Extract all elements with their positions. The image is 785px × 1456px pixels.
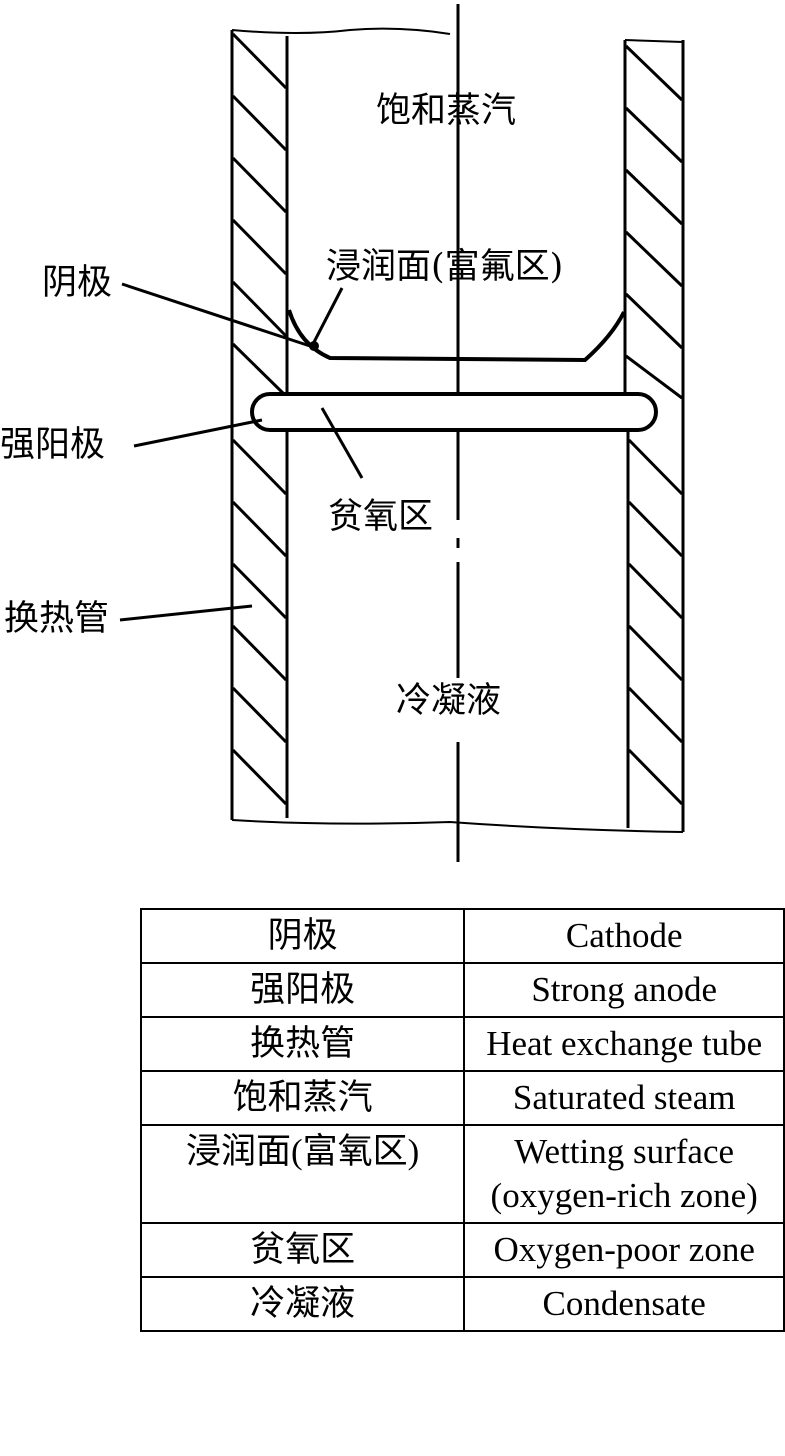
label-cathode: 阴极 <box>42 263 112 303</box>
cell-en: Condensate <box>463 1276 785 1332</box>
cell-en: Saturated steam <box>463 1070 785 1126</box>
translation-table: 阴极 Cathode 强阳极 Strong anode 换热管 Heat exc… <box>139 908 785 1332</box>
right-wall-hatching <box>624 44 684 806</box>
cell-zh: 阴极 <box>139 908 466 964</box>
table-row: 饱和蒸汽 Saturated steam <box>139 1070 785 1126</box>
cell-zh: 贫氧区 <box>139 1222 466 1278</box>
cell-en: Strong anode <box>463 962 785 1018</box>
label-strong-anode: 强阳极 <box>0 425 105 465</box>
leader-cathode <box>121 282 311 348</box>
table-row: 贫氧区 Oxygen-poor zone <box>139 1222 785 1278</box>
cell-en: Cathode <box>463 908 785 964</box>
table-row: 阴极 Cathode <box>139 908 785 964</box>
label-wetting-surface: 浸润面(富氟区) <box>326 247 563 287</box>
leader-wetting-surface <box>310 287 344 347</box>
tube-diagram: 饱和蒸汽 浸润面(富氟区) 阴极 强阳极 贫氧区 换热管 冷凝液 <box>0 4 685 862</box>
cell-en: Wetting surface (oxygen-rich zone) <box>463 1124 785 1224</box>
cell-zh: 饱和蒸汽 <box>139 1070 466 1126</box>
leader-heat-exchange-tube <box>119 604 253 622</box>
cell-zh: 浸润面(富氧区) <box>139 1124 466 1224</box>
table-row: 浸润面(富氧区) Wetting surface (oxygen-rich zo… <box>139 1124 785 1224</box>
leader-oxygen-poor-zone <box>320 407 364 479</box>
label-oxygen-poor-zone: 贫氧区 <box>328 497 433 537</box>
label-heat-exchange-tube: 换热管 <box>4 599 109 639</box>
table-row: 强阳极 Strong anode <box>139 962 785 1018</box>
cell-en: Heat exchange tube <box>463 1016 785 1072</box>
top-edge <box>231 27 451 35</box>
cell-zh: 强阳极 <box>139 962 466 1018</box>
label-condensate: 冷凝液 <box>396 681 501 721</box>
cell-zh: 冷凝液 <box>139 1276 466 1332</box>
cell-zh: 换热管 <box>139 1016 466 1072</box>
leader-strong-anode <box>133 418 263 448</box>
leader-lines <box>119 282 364 622</box>
bottom-edge <box>231 819 684 833</box>
table-row: 冷凝液 Condensate <box>139 1276 785 1332</box>
cathode-point <box>309 341 319 351</box>
label-saturated-steam: 饱和蒸汽 <box>376 91 516 131</box>
top-edge-right <box>624 39 684 43</box>
cell-en: Oxygen-poor zone <box>463 1222 785 1278</box>
left-wall-hatching <box>231 32 288 806</box>
strong-anode-ring <box>250 392 658 432</box>
table-row: 换热管 Heat exchange tube <box>139 1016 785 1072</box>
wetting-surface-meniscus <box>287 309 626 363</box>
